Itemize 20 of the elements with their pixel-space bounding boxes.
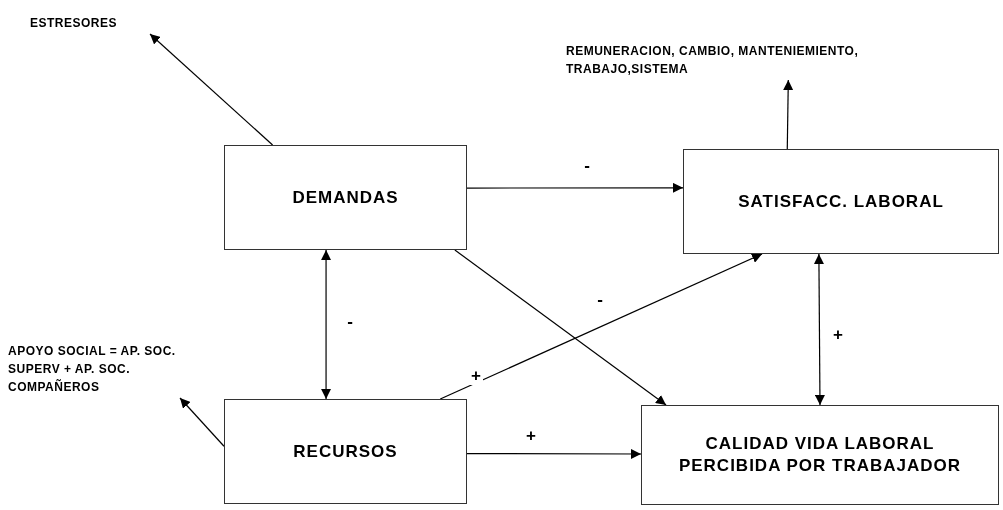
box-label: DEMANDAS — [292, 186, 399, 209]
annotation-text: ESTRESORES — [30, 15, 119, 32]
process-box — [683, 149, 999, 254]
arrow — [321, 249, 332, 400]
arrow — [179, 397, 225, 447]
arrow — [813, 253, 825, 406]
arrow — [149, 33, 274, 146]
process-box — [641, 405, 999, 505]
annotation-text: APOYO SOCIAL = AP. SOC. SUPERV + AP. SOC. COMPAÑEROS — [8, 343, 177, 396]
arrow — [466, 182, 684, 193]
arrow — [466, 449, 642, 459]
box-label: CALIDAD VIDA LABORAL PERCIBIDA POR TRABAJADOR — [677, 433, 963, 477]
arrow — [454, 249, 667, 406]
arrow — [783, 79, 794, 150]
process-box — [224, 399, 467, 504]
annotation-text: REMUNERACION, CAMBIO, MANTENIEMIENTO, TRABAJO,SISTEMA — [566, 43, 860, 78]
box-label: SATISFACC. LABORAL — [738, 190, 944, 213]
process-box — [224, 145, 467, 250]
box-label: RECURSOS — [293, 440, 398, 463]
arrow — [439, 253, 763, 400]
